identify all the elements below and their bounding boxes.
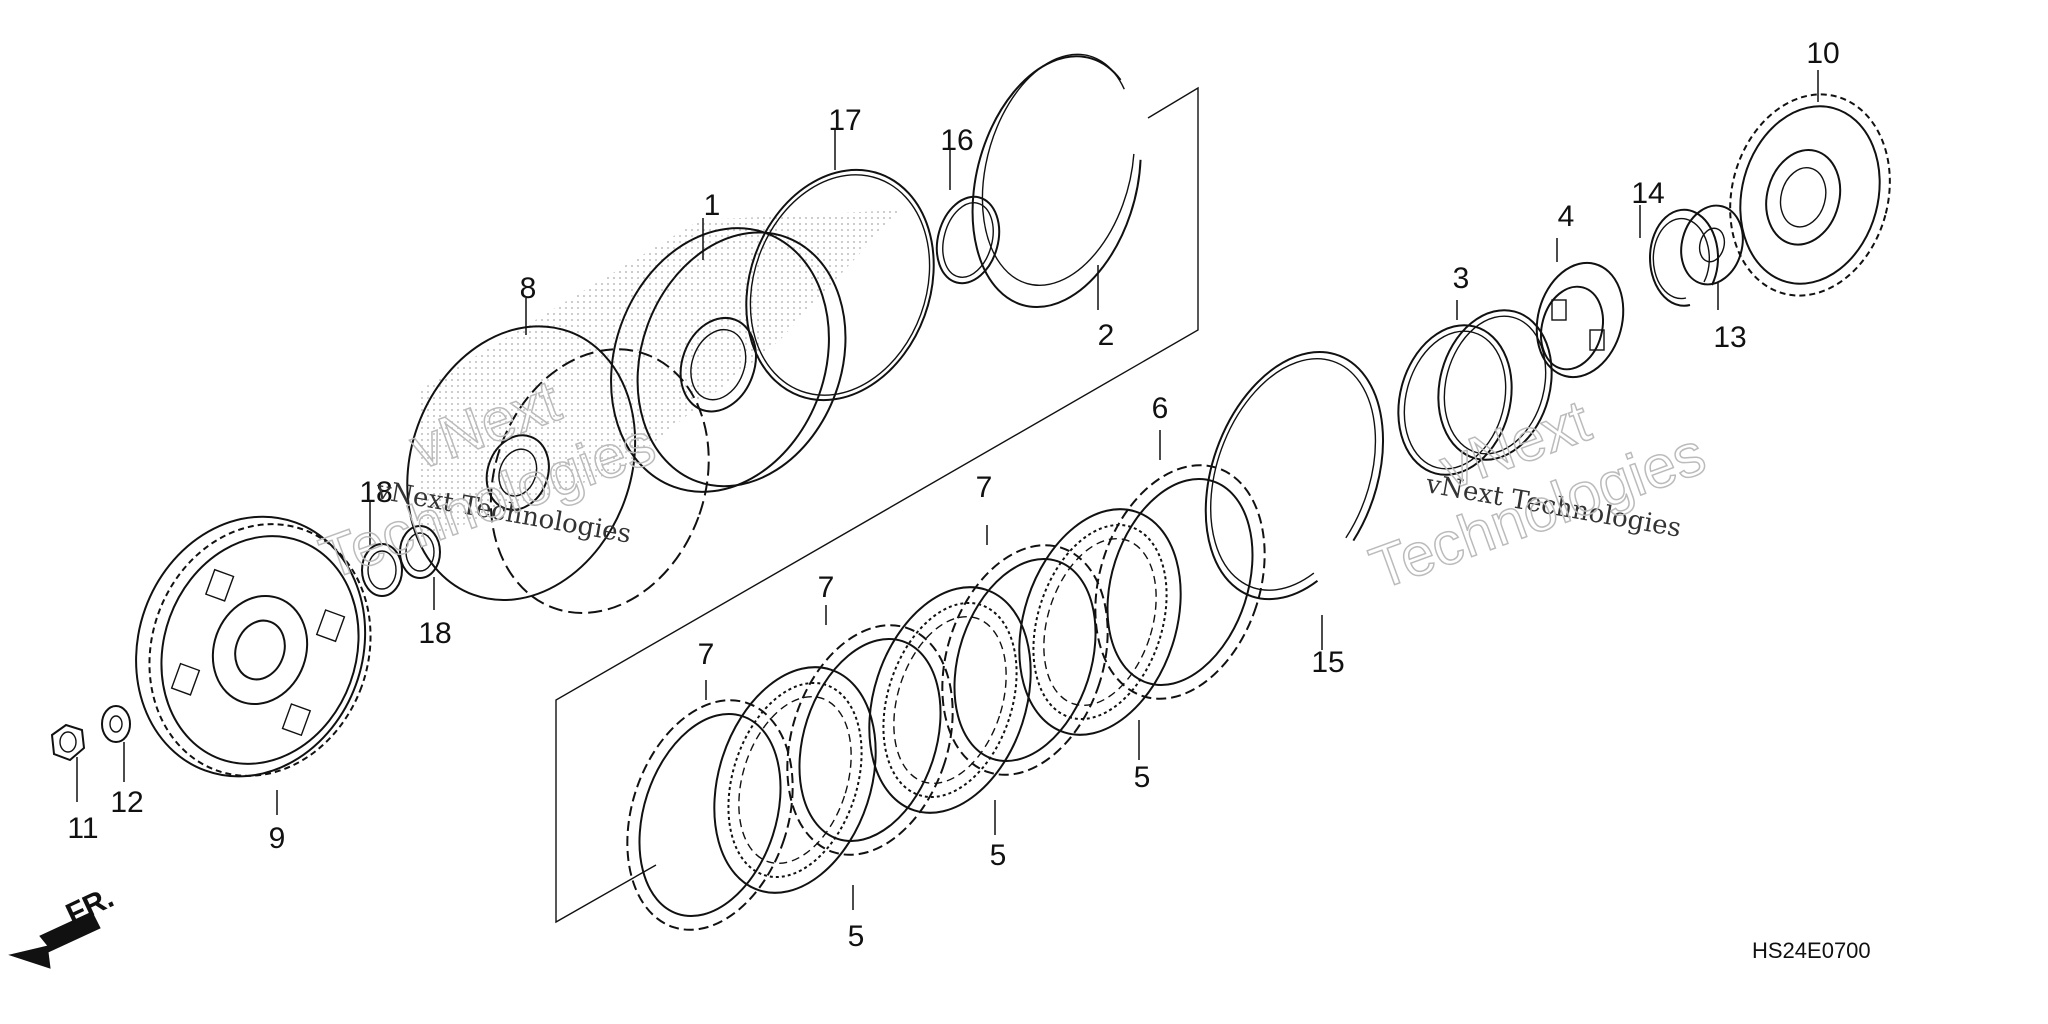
callout-16: 16 bbox=[940, 124, 973, 157]
callout-9: 9 bbox=[269, 822, 286, 855]
callout-12: 12 bbox=[110, 786, 143, 819]
callout-5-a: 5 bbox=[848, 920, 865, 953]
part-5-disc-b bbox=[868, 586, 1032, 814]
arrow-icon bbox=[8, 911, 101, 969]
callout-4: 4 bbox=[1558, 200, 1575, 233]
part-2-snap-ring bbox=[971, 53, 1142, 308]
part-7-plate-b bbox=[786, 624, 954, 856]
part-11-nut bbox=[50, 723, 86, 762]
watermark: vNext Technologies vNext Technologies vN… bbox=[311, 366, 1715, 603]
callout-7-b: 7 bbox=[818, 571, 835, 604]
callout-11: 11 bbox=[67, 812, 98, 845]
front-arrow: FR. bbox=[8, 881, 119, 969]
part-1-piston bbox=[610, 227, 847, 493]
part-17-o-ring bbox=[745, 168, 935, 402]
part-9-gear bbox=[135, 515, 372, 778]
callout-5-c: 5 bbox=[1134, 761, 1151, 794]
part-14-circlip bbox=[1649, 208, 1720, 307]
part-4-collar bbox=[1535, 261, 1625, 379]
diagram-code: HS24E0700 bbox=[1752, 938, 1871, 963]
callout-18-b: 18 bbox=[418, 617, 451, 650]
callout-10: 10 bbox=[1806, 37, 1839, 70]
part-18-rings bbox=[361, 525, 441, 597]
callout-18-a: 18 bbox=[359, 476, 392, 509]
callout-labels: 1 17 16 2 8 3 4 14 13 10 6 15 7 7 7 5 5 … bbox=[67, 37, 1839, 953]
part-7-plate-a bbox=[626, 699, 794, 931]
callout-15: 15 bbox=[1311, 646, 1344, 679]
part-10-gear bbox=[1729, 93, 1891, 297]
stipple-shading bbox=[420, 210, 900, 540]
leader-lines bbox=[76, 70, 1819, 910]
part-12-washer bbox=[101, 705, 131, 743]
callout-1: 1 bbox=[704, 189, 721, 222]
part-13-washer bbox=[1680, 204, 1744, 286]
part-7-plate-c bbox=[941, 544, 1109, 776]
callout-8: 8 bbox=[520, 272, 537, 305]
part-15-snap-ring bbox=[1204, 351, 1384, 600]
callout-2: 2 bbox=[1098, 319, 1115, 352]
assembly-frame bbox=[555, 86, 1199, 924]
callout-3: 3 bbox=[1453, 262, 1470, 295]
callout-13: 13 bbox=[1713, 321, 1746, 354]
callout-6: 6 bbox=[1152, 392, 1169, 425]
callout-17: 17 bbox=[828, 104, 861, 137]
part-5-disc-c bbox=[1018, 508, 1182, 736]
callout-14: 14 bbox=[1631, 177, 1664, 210]
callout-5-b: 5 bbox=[990, 839, 1007, 872]
callout-7-c: 7 bbox=[976, 471, 993, 504]
part-16-o-ring bbox=[935, 195, 1001, 285]
part-5-disc-a bbox=[713, 666, 877, 894]
part-3-rings bbox=[1397, 309, 1553, 476]
callout-7-a: 7 bbox=[698, 638, 715, 671]
